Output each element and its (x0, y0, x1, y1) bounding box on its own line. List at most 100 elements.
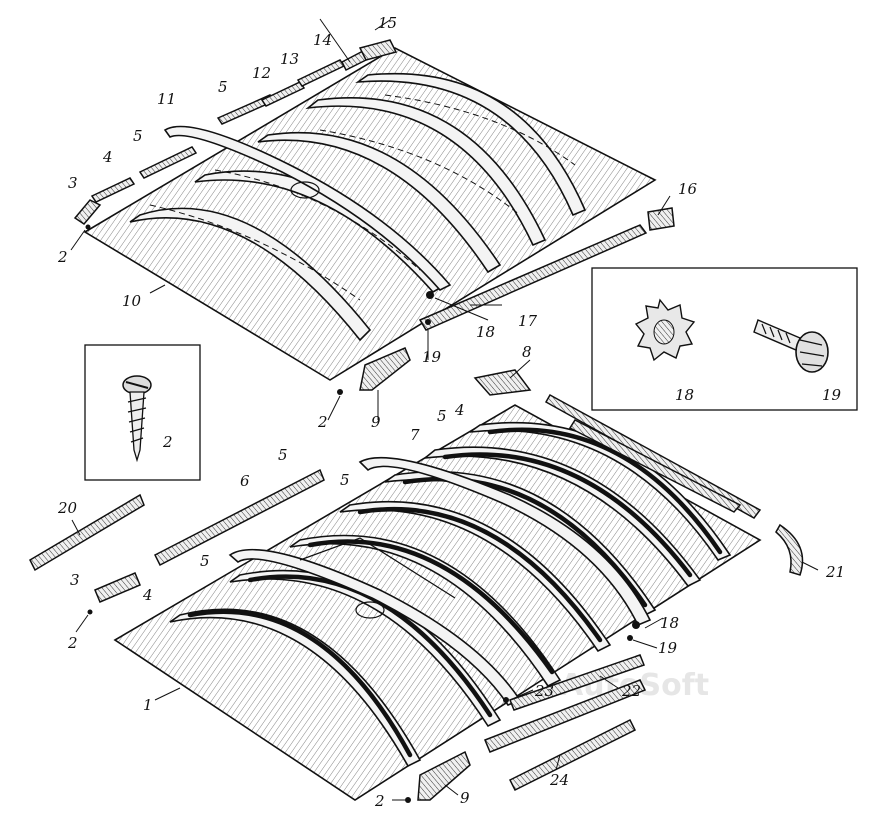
part-21 (775, 523, 804, 576)
upper-dashed-line (384, 94, 576, 166)
label-20: 20 (57, 499, 78, 517)
label-5: 5 (437, 407, 447, 425)
label-9: 9 (460, 789, 470, 807)
label-8: 8 (522, 343, 532, 361)
part-3-upper (73, 199, 102, 225)
part-23-clip (503, 697, 509, 703)
lower-crossbar (299, 537, 456, 599)
label-6: 6 (240, 472, 250, 490)
upper-rib (355, 72, 587, 217)
lower-rib-shadow (307, 539, 555, 675)
label-5: 5 (278, 446, 288, 464)
part-9-lower (417, 750, 471, 801)
label-11: 11 (157, 90, 176, 108)
screw-detail-box (84, 344, 201, 481)
upper-side-strips (73, 39, 675, 395)
part-12 (260, 81, 306, 107)
part-22-strip (484, 679, 647, 753)
label-14: 14 (313, 31, 332, 49)
label-18: 18 (660, 614, 679, 632)
part-24 (508, 718, 637, 792)
washer-18-upper (426, 291, 434, 299)
label-1: 1 (143, 696, 153, 714)
label-18: 18 (476, 323, 495, 341)
label-21: 21 (825, 563, 845, 581)
label-9: 9 (371, 413, 381, 431)
upper-dashed-line (214, 169, 421, 271)
lower-rib (422, 446, 702, 588)
label-2: 2 (162, 433, 173, 451)
label-5: 5 (218, 78, 228, 96)
label-2: 2 (57, 248, 68, 266)
label-2: 2 (67, 634, 78, 652)
part-15 (358, 39, 398, 61)
lower-rib-shadow (487, 427, 723, 555)
roof-bow-11 (163, 125, 452, 291)
part-8 (473, 369, 532, 396)
lower-right-strip-b (568, 419, 742, 513)
screw-icon (122, 375, 152, 463)
bolt-19-lower (627, 635, 633, 641)
lower-bow-mount (355, 601, 385, 619)
label-18: 18 (675, 386, 694, 404)
lower-roof-panel (113, 404, 762, 801)
upper-rib (129, 207, 372, 342)
label-7: 7 (410, 426, 420, 444)
part-6 (153, 468, 325, 567)
upper-dashed-line (319, 129, 521, 216)
bow-center-mount (290, 181, 320, 199)
lower-rib (339, 501, 612, 653)
lock-washer-icon (634, 298, 696, 362)
label-5: 5 (340, 471, 350, 489)
label-16: 16 (678, 180, 698, 198)
label-24: 24 (549, 771, 569, 789)
roof-bow-lower (228, 548, 522, 706)
label-19: 19 (658, 639, 678, 657)
label-12: 12 (252, 64, 271, 82)
label-13: 13 (280, 50, 299, 68)
part-20 (29, 493, 145, 572)
part-4-upper (90, 177, 136, 203)
label-4: 4 (142, 586, 153, 604)
part-5-upper-a (138, 146, 198, 179)
screw-2-upper (337, 389, 343, 395)
label-5: 5 (200, 552, 210, 570)
label-23: 23 (534, 682, 554, 700)
part-labels: 10 2 3 4 5 11 5 12 13 14 15 16 17 18 19 … (57, 14, 845, 810)
lower-rib (169, 608, 422, 768)
bolt-icon (753, 319, 829, 373)
screw-2-upper-left (85, 224, 91, 230)
label-17: 17 (518, 312, 538, 330)
label-22: 22 (621, 682, 641, 700)
label-4: 4 (102, 148, 113, 166)
part-9-upper (359, 347, 411, 391)
label-2: 2 (374, 792, 385, 810)
part-16 (647, 207, 675, 231)
upper-rib (257, 131, 502, 274)
label-2: 2 (317, 413, 328, 431)
upper-rib (305, 96, 547, 247)
lower-rib-shadow (442, 452, 693, 578)
label-15: 15 (378, 14, 397, 32)
hardware-detail-box (591, 267, 858, 411)
upper-roof-panel (83, 47, 657, 381)
lower-rib-shadow (187, 609, 413, 758)
label-3: 3 (70, 571, 80, 589)
lower-side-parts (29, 369, 804, 803)
washer-18-lower (632, 621, 640, 629)
label-3: 3 (68, 174, 78, 192)
label-19: 19 (822, 386, 842, 404)
bolt-19-upper (425, 319, 431, 325)
part-17-strip (418, 224, 648, 331)
label-5: 5 (133, 127, 143, 145)
screw-2-lower-left (87, 609, 93, 615)
part-3-lower (94, 572, 141, 603)
upper-dashed-line (149, 204, 361, 301)
lower-rib (289, 534, 562, 688)
label-4: 4 (454, 401, 465, 419)
leader-lines (70, 18, 819, 801)
lower-panel-sheet (113, 404, 762, 801)
part-22 (509, 654, 645, 711)
